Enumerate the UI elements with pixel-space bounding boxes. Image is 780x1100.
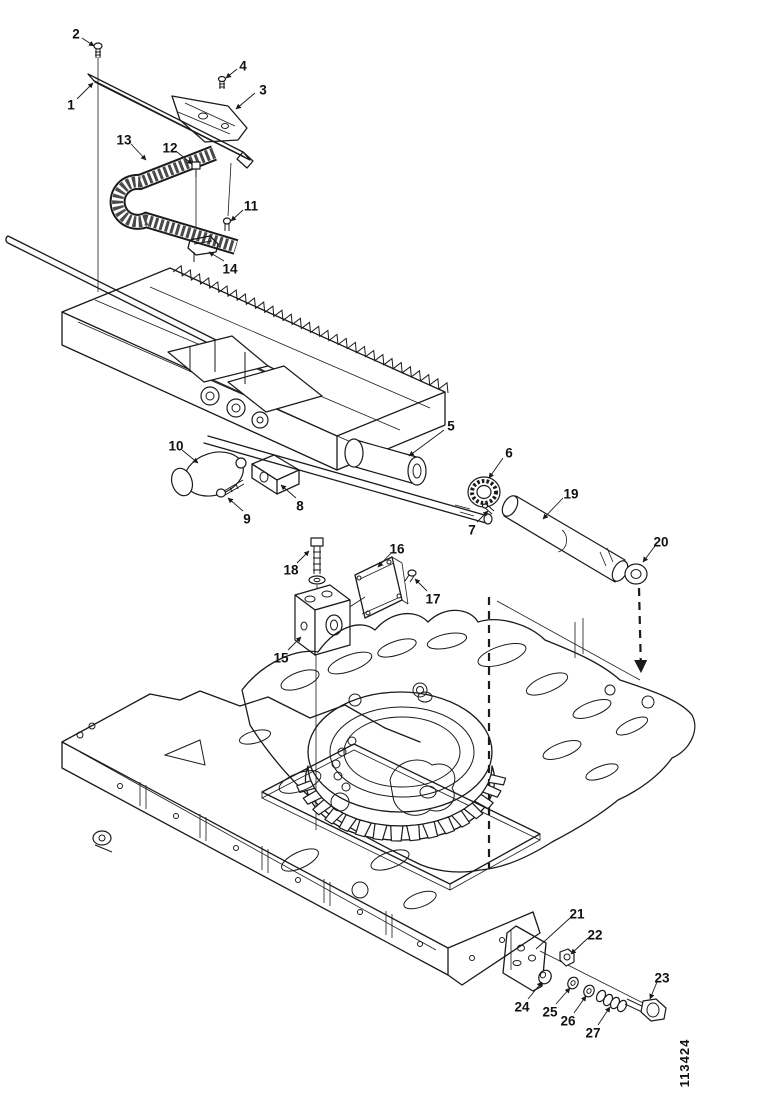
chain-link-14 [187,235,219,262]
mounting-plate-3 [171,95,248,143]
callout-7: 7 [468,523,476,538]
callout-6: 6 [505,446,513,461]
drive-motor [170,451,247,497]
screw-17 [404,569,417,583]
washer-20 [624,563,648,585]
callout-12: 12 [162,141,177,156]
callout-5: 5 [447,419,455,434]
callout-13: 13 [116,133,132,148]
callout-15: 15 [273,651,289,666]
bolt-18 [308,537,326,585]
callout-3: 3 [259,83,267,98]
bolt-23 [624,998,667,1022]
cover-strip [87,73,254,169]
ring-gear [296,691,507,842]
roller-tube-19 [501,495,629,583]
callout-27: 27 [585,1026,600,1041]
callout-8: 8 [296,499,304,514]
chain-pin-12 [191,161,201,177]
callout-18: 18 [283,563,299,578]
hidden-alignment-line-2 [634,587,648,674]
washer-25 [567,976,579,990]
callout-25: 25 [542,1005,558,1020]
callout-1: 1 [67,98,75,113]
rotation-casting [241,609,696,873]
gearbox-block-15 [294,584,351,656]
callout-17: 17 [425,592,440,607]
pin-7 [481,503,495,515]
slide-frame [5,235,449,471]
leader-lines [76,37,658,1026]
screw-2 [93,42,103,58]
rack-teeth [172,264,449,394]
motor-bracket-8 [251,454,300,495]
callout-24: 24 [514,1000,530,1015]
gear-teeth [296,774,507,842]
drawing-number: 113424 [677,1039,692,1088]
callout-10: 10 [168,439,183,454]
roller-chain [109,145,239,255]
callout-9: 9 [243,512,251,527]
callout-16: 16 [389,542,405,557]
bolt-9 [215,479,245,498]
callout-26: 26 [560,1014,576,1029]
assembly-lines [97,57,648,1006]
bearing-plate [261,743,541,891]
nut-22 [559,948,575,967]
lock-ring-6 [467,476,501,508]
callout-4: 4 [239,59,247,74]
washer-26 [583,984,595,998]
shield-plate-16 [354,556,409,619]
callout-2: 2 [72,27,80,42]
callout-11: 11 [244,199,259,214]
callout-23: 23 [654,971,670,986]
spacer-24 [538,969,552,985]
drive-shaft [203,435,493,525]
callout-19: 19 [563,487,578,502]
callout-20: 20 [653,535,668,550]
callout-14: 14 [222,262,238,277]
bushing-5 [344,438,427,486]
callout-22: 22 [587,928,602,943]
spring-27 [595,989,628,1013]
chain-pin-11 [222,217,232,231]
center-cutout [389,759,456,816]
screw-4 [217,75,227,89]
base-plate [61,690,541,986]
callout-21: 21 [569,907,585,922]
